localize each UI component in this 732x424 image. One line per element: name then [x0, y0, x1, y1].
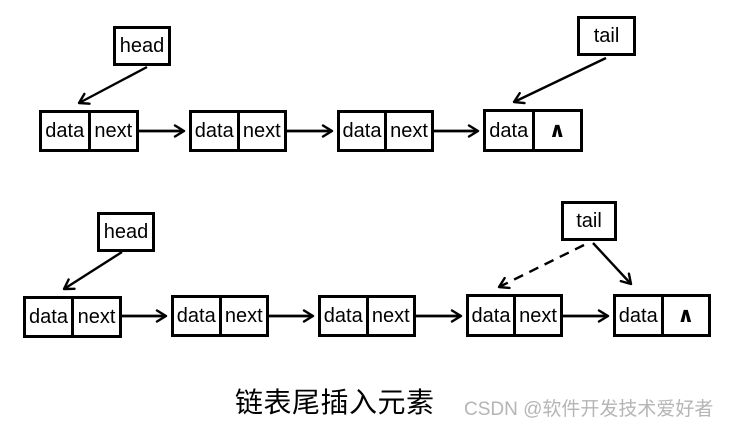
after-head-label-box: head	[97, 212, 155, 252]
before-node-3: data next	[337, 110, 434, 152]
null-pointer-cell: ∧	[660, 297, 709, 334]
data-cell: data	[29, 306, 68, 328]
before-head-pointer-arrow	[77, 65, 148, 105]
next-cell: next	[365, 298, 414, 334]
null-pointer-cell: ∧	[531, 112, 581, 149]
before-tail-label-box: tail	[577, 16, 636, 56]
after-head-pointer-arrow	[62, 250, 123, 291]
next-cell: next	[71, 299, 119, 335]
data-cell: data	[176, 305, 216, 327]
data-cell: data	[342, 120, 382, 142]
next-cell: next	[384, 113, 431, 149]
data-cell: data	[489, 119, 529, 142]
after-tail-new-pointer-arrow	[592, 242, 633, 286]
before-node-2: data next	[189, 110, 287, 152]
data-cell: data	[323, 305, 363, 327]
before-tail-pointer-arrow	[512, 56, 607, 105]
after-node-5: data ∧	[613, 294, 711, 337]
next-cell: next	[87, 113, 137, 149]
next-cell: next	[513, 297, 560, 334]
after-node-4: data next	[466, 294, 563, 337]
data-cell: data	[618, 304, 658, 327]
after-tail-label-box: tail	[561, 201, 617, 241]
next-cell: next	[218, 298, 267, 334]
after-node-1: data next	[23, 296, 122, 338]
after-node-3: data next	[318, 295, 416, 337]
after-node-2: data next	[171, 295, 269, 337]
csdn-watermark: CSDN @软件开发技术爱好者	[464, 399, 714, 420]
before-node-1: data next	[39, 110, 139, 152]
data-cell: data	[471, 304, 511, 327]
after-tail-old-pointer-dashed-arrow	[497, 243, 585, 290]
before-head-label-box: head	[113, 26, 171, 66]
next-cell: next	[236, 113, 285, 149]
data-cell: data	[194, 120, 234, 142]
diagram-caption: 链表尾插入元素	[235, 387, 435, 418]
data-cell: data	[45, 120, 85, 142]
before-node-4: data ∧	[483, 109, 583, 152]
